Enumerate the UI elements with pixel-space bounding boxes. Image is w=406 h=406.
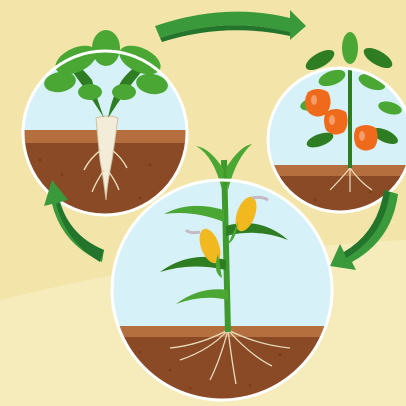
plant-cycle-diagram: [0, 0, 406, 406]
